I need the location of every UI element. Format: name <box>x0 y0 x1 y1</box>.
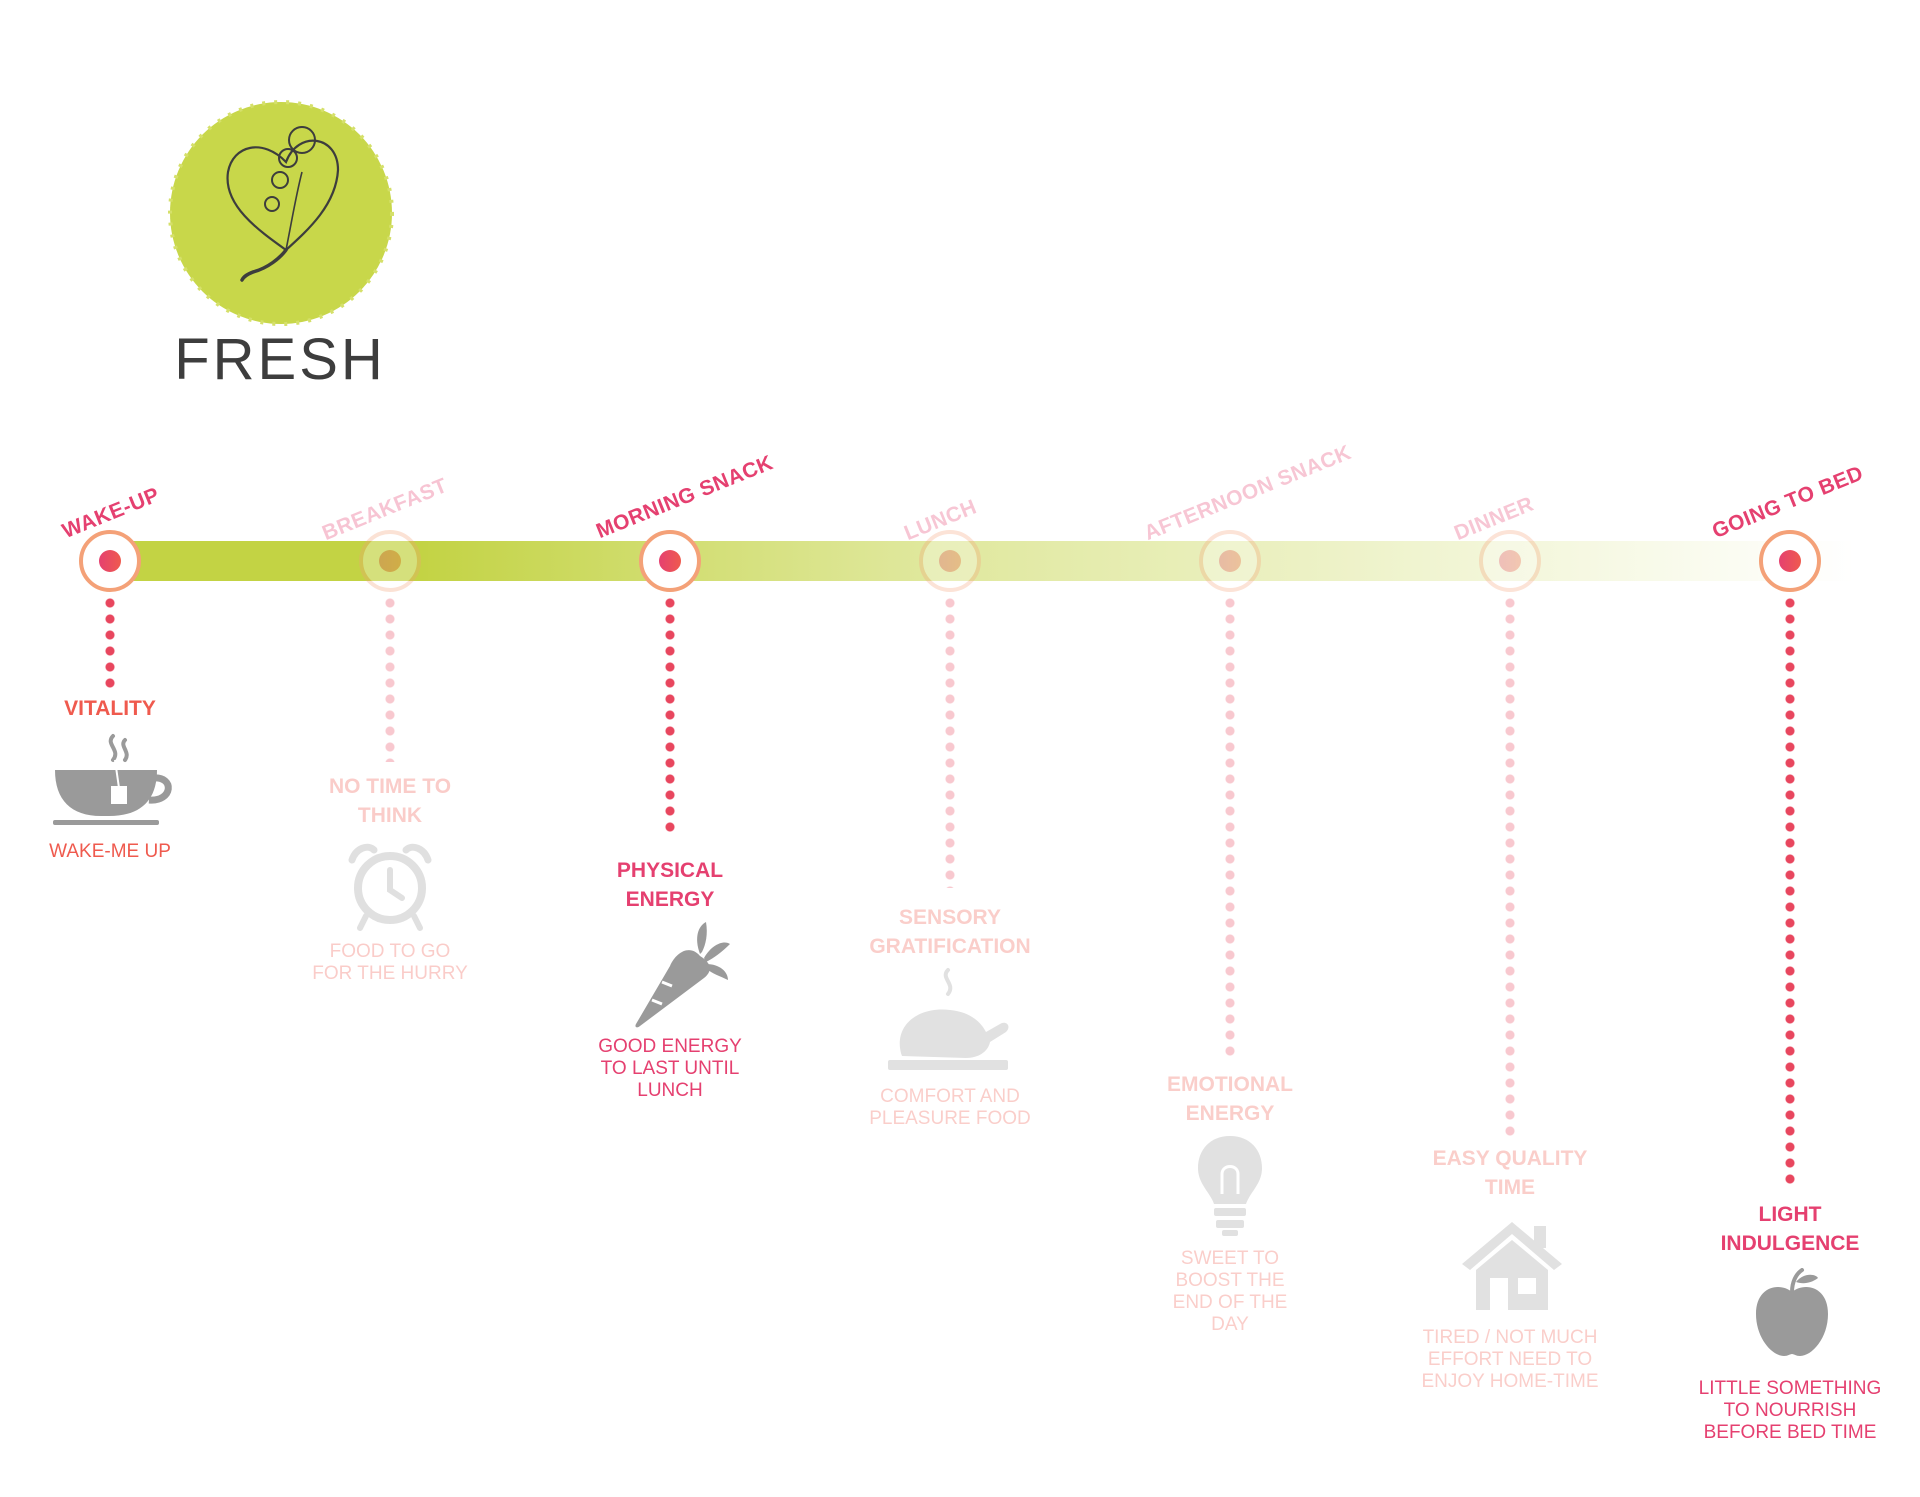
dotted-connector <box>665 598 675 838</box>
dotted-connector <box>1225 598 1235 1058</box>
node-dot <box>659 550 681 572</box>
need-label: SENSORY GRATIFICATION <box>869 906 1031 958</box>
description: TIRED / NOT MUCH EFFORT NEED TO ENJOY HO… <box>1421 1327 1599 1392</box>
brand-name: FRESH <box>174 327 386 392</box>
timeline-node[interactable] <box>1759 530 1821 592</box>
description: LITTLE SOMETHING TO NOURRISH BEFORE BED … <box>1698 1378 1882 1443</box>
description: FOOD TO GO FOR THE HURRY <box>312 941 468 984</box>
timeline-node[interactable] <box>359 530 421 592</box>
description: COMFORT AND PLEASURE FOOD <box>869 1086 1031 1129</box>
alarm-clock-icon <box>348 843 432 931</box>
description: GOOD ENERGY TO LAST UNTIL LUNCH <box>598 1036 742 1101</box>
dotted-connector <box>385 598 395 762</box>
need-label: NO TIME TO THINK <box>328 775 452 827</box>
dotted-connector <box>1785 598 1795 1188</box>
timeline-node[interactable] <box>639 530 701 592</box>
need-label: PHYSICAL ENERGY <box>616 859 724 911</box>
node-dot <box>1779 550 1801 572</box>
timeline-node[interactable] <box>79 530 141 592</box>
timeline-node[interactable] <box>1199 530 1261 592</box>
dotted-connector <box>945 598 955 888</box>
stage-title: MORNING SNACK <box>593 451 777 544</box>
timeline-node[interactable] <box>919 530 981 592</box>
dotted-connector <box>1505 598 1515 1138</box>
dotted-connector <box>105 598 115 688</box>
light-bulb-icon <box>1198 1136 1262 1236</box>
node-dot <box>939 550 961 572</box>
need-label: EASY QUALITY TIME <box>1432 1147 1588 1199</box>
node-dot <box>1499 550 1521 572</box>
node-dot <box>99 550 121 572</box>
node-dot <box>379 550 401 572</box>
house-icon <box>1462 1222 1562 1310</box>
roast-chicken-icon <box>888 968 1009 1070</box>
node-dot <box>1219 550 1241 572</box>
description: SWEET TO BOOST THE END OF THE DAY <box>1172 1248 1288 1335</box>
tea-cup-icon <box>53 734 172 825</box>
leaf-logo-icon <box>168 100 394 326</box>
carrot-icon <box>635 922 730 1028</box>
need-label: VITALITY <box>64 697 156 720</box>
need-label: EMOTIONAL ENERGY <box>1167 1073 1293 1125</box>
description: WAKE-ME UP <box>49 841 171 862</box>
stage-title: AFTERNOON SNACK <box>1141 440 1355 546</box>
need-label: LIGHT INDULGENCE <box>1720 1203 1860 1255</box>
timeline-node[interactable] <box>1479 530 1541 592</box>
apple-icon <box>1756 1268 1828 1356</box>
